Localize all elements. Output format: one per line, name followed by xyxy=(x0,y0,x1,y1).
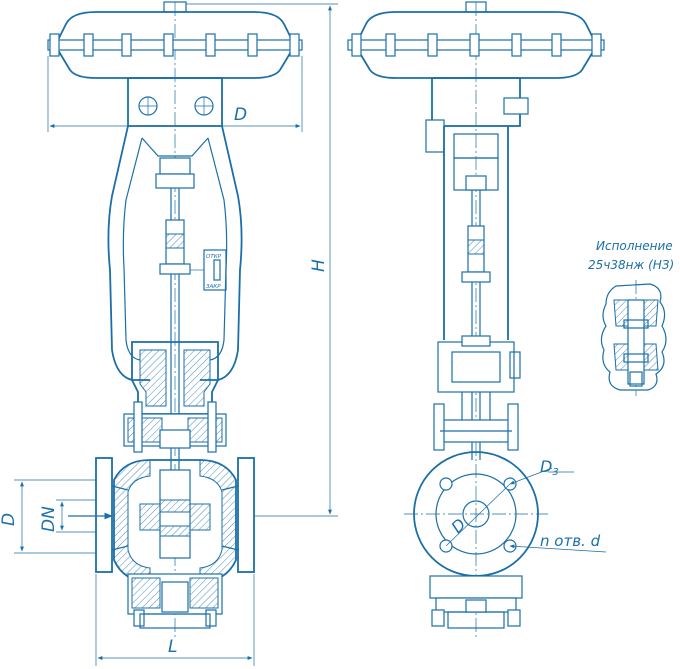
variant-detail-outline xyxy=(600,283,667,391)
variant-seal-lower-left xyxy=(613,343,629,371)
variant-detail: Исполнение 25ч38нж (НЗ) xyxy=(588,239,674,396)
front-stem-nut xyxy=(159,157,191,175)
side-view: D3 D n отв. d xyxy=(347,1,607,640)
holes-callout: n отв. d xyxy=(540,532,601,550)
side-bonnet xyxy=(437,341,515,393)
dim-label-length-l: L xyxy=(168,637,177,657)
dim-label-height-h: H xyxy=(309,259,329,272)
side-flange-bolts xyxy=(351,33,602,57)
front-seat-left xyxy=(139,503,161,531)
front-dimensions: D H D DN L xyxy=(0,3,338,666)
indicator-closed-label: ЗАКР xyxy=(206,284,221,290)
dim-label-flange-d: D xyxy=(0,513,19,526)
variant-seal-lower-right xyxy=(643,343,659,371)
front-inlet-flange xyxy=(95,457,113,573)
leader-holes xyxy=(509,544,607,553)
dim-label-bore-d: D xyxy=(447,515,469,537)
variant-plug xyxy=(627,299,645,385)
front-diaphragm-flange xyxy=(47,39,303,51)
front-valve-plug xyxy=(159,469,191,559)
dim-label-bolt-circle-d3: D3 xyxy=(540,457,559,478)
variant-seal-upper-right xyxy=(643,299,659,327)
variant-seal-upper-left xyxy=(613,299,629,327)
indicator-open-label: ОТКР xyxy=(206,254,222,260)
front-yoke-frame xyxy=(107,125,243,381)
front-view: ОТКР ЗАКР xyxy=(47,1,303,640)
front-outlet-flange xyxy=(237,457,255,573)
dim-label-dn: DN xyxy=(39,506,59,532)
variant-caption-line1: Исполнение xyxy=(596,239,673,253)
front-packing-right xyxy=(183,349,211,407)
side-bottom-cover xyxy=(429,575,523,599)
front-packing-left xyxy=(139,349,167,407)
dim-label-diaphragm-d: D xyxy=(234,105,247,125)
leader-d3 xyxy=(509,467,553,485)
side-yoke-block xyxy=(425,119,445,153)
side-flange-hole-tl xyxy=(439,477,453,491)
front-flange-bolts xyxy=(49,33,300,57)
variant-caption-line2: 25ч38нж (НЗ) xyxy=(588,258,674,272)
front-top-vent xyxy=(163,1,187,13)
front-seat-right xyxy=(189,503,211,531)
leader-flange-d xyxy=(445,483,511,547)
